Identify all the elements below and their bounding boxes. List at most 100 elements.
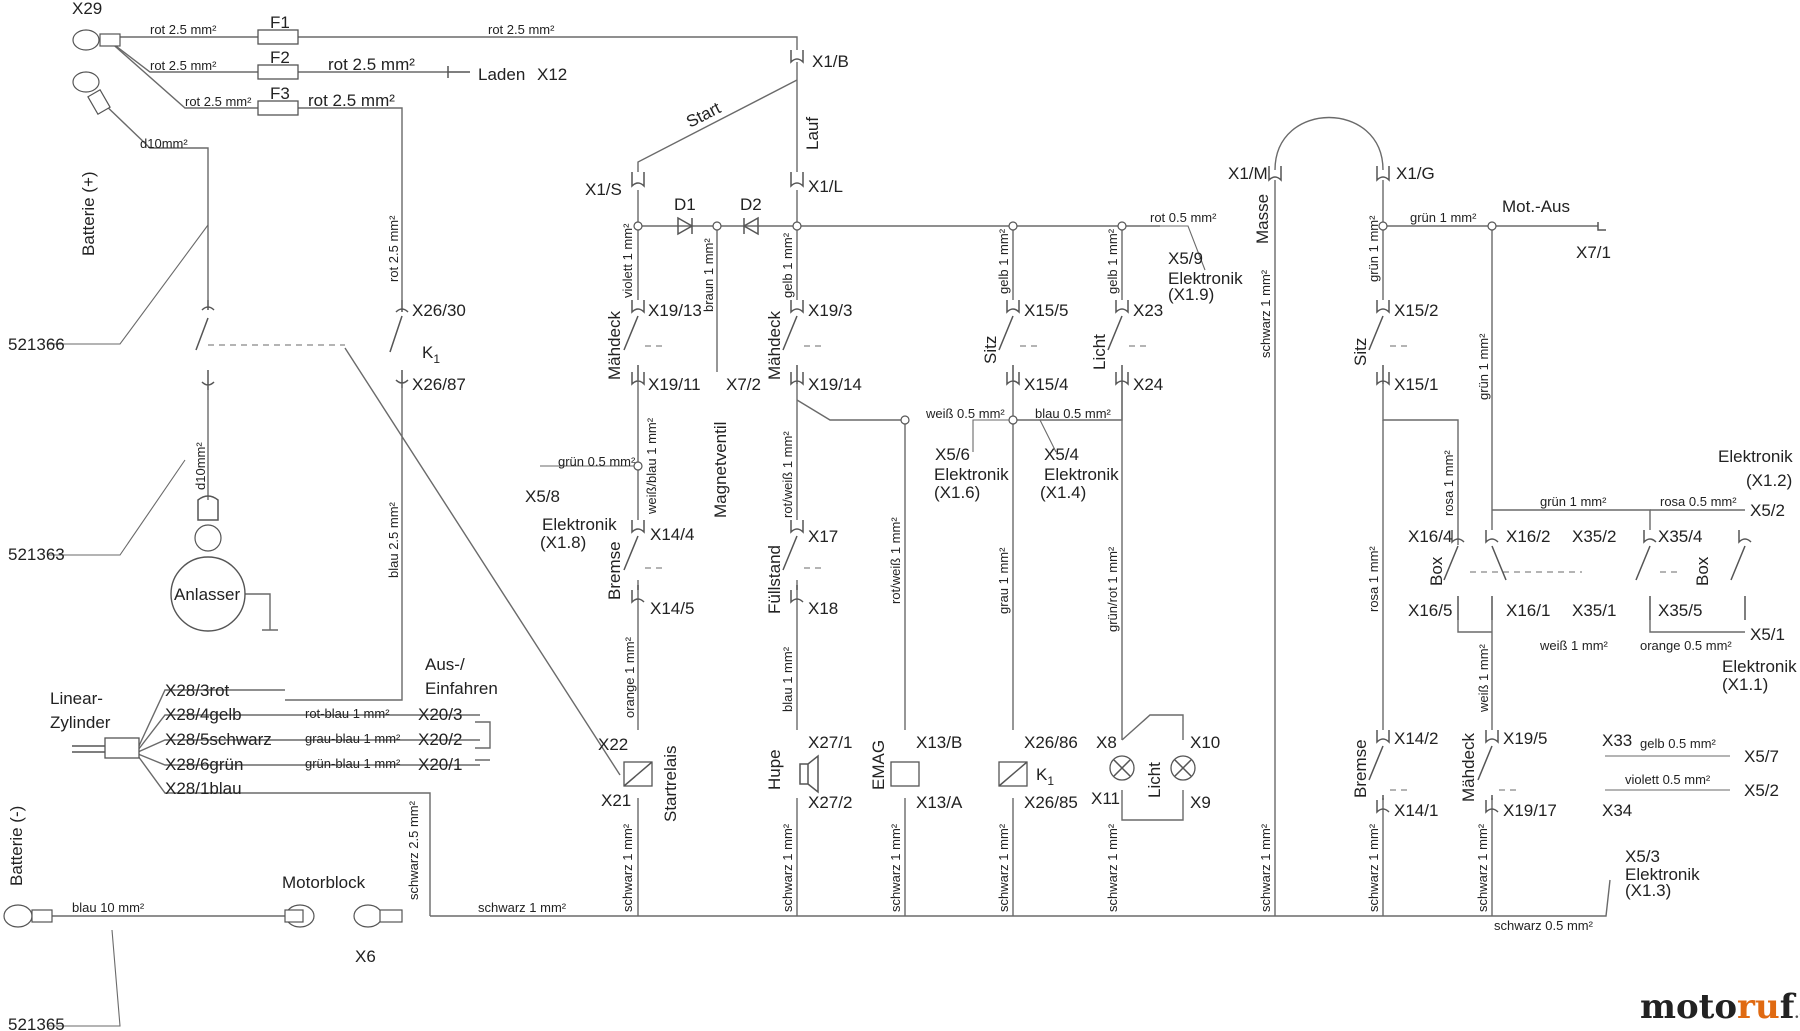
label-x17: X17 [808,527,838,546]
label-x23: X23 [1133,301,1163,320]
diodes [633,216,1497,471]
wire-schwarz-1: schwarz 1 mm² [780,823,795,912]
label-x28-3: X28/3rot [165,681,230,700]
wire-rot-05: rot 0.5 mm² [1150,210,1217,225]
label-magnetventil: Magnetventil [711,422,730,518]
label-licht: Licht [1145,762,1164,798]
label-elektronik: Elektronik [1625,865,1700,884]
label-x14-5: X14/5 [650,599,694,618]
wire-schwarz-05: schwarz 0.5 mm² [1494,918,1594,933]
label-x19-11: X19/11 [648,375,701,394]
label-masse: Masse [1253,194,1272,244]
label-521365: 521365 [8,1015,65,1031]
label-d10: d10mm² [140,136,188,151]
label-x24: X24 [1133,375,1163,394]
wire-grau-blau: grau-blau 1 mm² [305,731,401,746]
label-x1-9: (X1.9) [1168,285,1214,304]
label-batterie-plus: Batterie (+) [79,171,98,256]
wire-blau-1: blau 1 mm² [780,646,795,712]
label-licht: Licht [1090,334,1109,370]
label-x1g: X1/G [1396,164,1435,183]
label-x34: X34 [1602,801,1632,820]
label-x15-5: X15/5 [1024,301,1068,320]
label-elektronik: Elektronik [934,465,1009,484]
label-x19-14: X19/14 [808,375,862,394]
label-maehdeck: Mähdeck [765,311,784,380]
wire-weiss-1: weiß 1 mm² [1539,638,1609,653]
label-startrelais: Startrelais [661,745,680,822]
fuse-f1 [257,29,299,45]
label-f1: F1 [270,13,290,32]
diode-d2 [742,216,759,236]
fuse-f2 [257,64,299,80]
label-x12: X12 [537,65,567,84]
wire-gruen-1: grün 1 mm² [1366,215,1381,282]
label-x26-86: X26/86 [1024,733,1078,752]
wire-schwarz-1: schwarz 1 mm² [620,823,635,912]
label-x33: X33 [1602,731,1632,750]
label-zylinder: Zylinder [50,713,111,732]
label-x5-1: X5/1 [1750,625,1785,644]
label-maehdeck: Mähdeck [1459,733,1478,802]
wire-gruen-rot: grün/rot 1 mm² [1105,546,1120,632]
label-maehdeck: Mähdeck [605,311,624,380]
wire-schwarz-1: schwarz 1 mm² [1258,269,1273,358]
wire-schwarz-1: schwarz 1 mm² [478,900,567,915]
labels: X29 rot 2.5 mm² F1 rot 2.5 mm² rot 2.5 m… [7,0,1800,1031]
wire-rot-25: rot 2.5 mm² [308,91,395,110]
wire-weiss-blau: weiß/blau 1 mm² [644,417,659,515]
diode-d1 [677,216,694,236]
label-x26-30: X26/30 [412,301,466,320]
wire-rot-25: rot 2.5 mm² [150,22,217,37]
label-x1-1: (X1.1) [1722,675,1768,694]
wire-schwarz-1: schwarz 1 mm² [1105,823,1120,912]
wire-rot-25: rot 2.5 mm² [185,94,252,109]
label-elektronik: Elektronik [542,515,617,534]
wire-rosa-1: rosa 1 mm² [1366,546,1381,612]
label-x20-2: X20/2 [418,730,462,749]
label-anlasser: Anlasser [174,585,240,604]
anlasser-motor [170,556,246,632]
label-x19-3: X19/3 [808,301,852,320]
label-x7-1: X7/1 [1576,243,1611,262]
label-x35-5: X35/5 [1658,601,1702,620]
label-elektronik: Elektronik [1168,269,1243,288]
wire-rot-25: rot 2.5 mm² [328,55,415,74]
label-x9: X9 [1190,793,1211,812]
wire-orange-1: orange 1 mm² [622,636,637,718]
switch-actuators [208,344,1680,791]
label-f3: F3 [270,84,290,103]
wire-gruen-1: grün 1 mm² [1540,494,1607,509]
label-x16-2: X16/2 [1506,527,1550,546]
wire-schwarz-1: schwarz 1 mm² [1475,823,1490,912]
wire-rot-weiss: rot/weiß 1 mm² [888,517,903,604]
wire-violett-05: violett 0.5 mm² [1625,772,1711,787]
label-x28-6: X28/6grün [165,755,243,774]
label-k1: K1 [422,343,440,366]
label-x20-1: X20/1 [418,755,462,774]
label-bremse: Bremse [605,541,624,600]
wire-weiss-1: weiß 1 mm² [1476,643,1491,713]
wire-gelb-05: gelb 0.5 mm² [1640,736,1717,751]
label-x21: X21 [601,791,631,810]
label-x26-85: X26/85 [1024,793,1078,812]
label-x14-1: X14/1 [1394,801,1438,820]
watermark-logo: motoruf.de [1640,987,1800,1027]
linear-cylinder [104,737,140,759]
wire-gruen-05: grün 0.5 mm² [558,454,636,469]
label-d10: d10mm² [193,442,208,490]
wire-blau-05: blau 0.5 mm² [1035,406,1112,421]
label-x35-4: X35/4 [1658,527,1702,546]
label-fuellstand: Füllstand [765,545,784,614]
label-motorblock: Motorblock [282,873,366,892]
label-x1-2: (X1.2) [1746,471,1792,490]
label-x5-7: X5/7 [1744,747,1779,766]
label-x5-2: X5/2 [1750,501,1785,520]
wire-gelb-1: gelb 1 mm² [1105,228,1120,294]
label-521363: 521363 [8,545,65,564]
label-elektronik: Elektronik [1722,657,1797,676]
label-x13a: X13/A [916,793,963,812]
label-lauf: Lauf [803,117,822,150]
label-x22: X22 [598,735,628,754]
